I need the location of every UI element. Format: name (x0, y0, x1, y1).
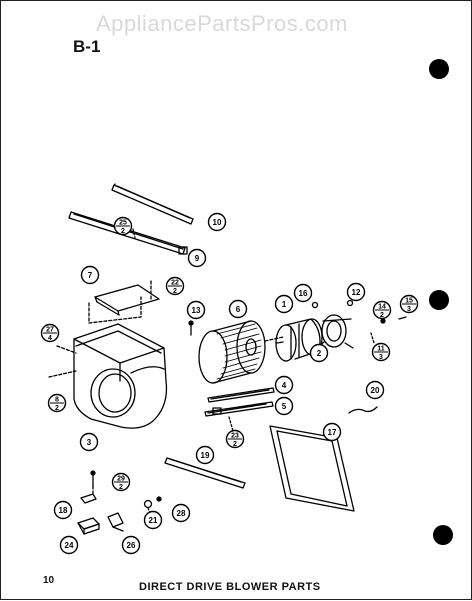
callout-number: 16 (299, 289, 308, 298)
callout-number: 17 (328, 428, 337, 437)
callout-1: 1 (274, 294, 294, 314)
callout-22-2: 222 (165, 276, 185, 296)
callout-number: 3 (87, 438, 92, 447)
callout-5: 5 (274, 396, 294, 416)
callout-13: 13 (186, 300, 206, 320)
callout-2: 2 (309, 343, 329, 363)
callout-number: 24 (65, 541, 74, 550)
page-number: 10 (43, 575, 55, 586)
callout-9: 9 (187, 248, 207, 268)
callout-number: 12 (352, 288, 361, 297)
callout-number: 13 (192, 306, 201, 315)
callout-21: 21 (143, 510, 163, 530)
motor-mount-part-2 (316, 314, 354, 349)
blower-wheel-part-6 (198, 320, 266, 384)
callout-10: 10 (207, 212, 227, 232)
washer-part-21 (143, 499, 153, 509)
callout-number: 8 (55, 397, 59, 404)
callout-25-2: 252 (113, 216, 133, 236)
callout-number: 22 (171, 280, 179, 287)
screw-part-13 (188, 320, 194, 336)
clip-part-18 (80, 493, 97, 504)
callout-number: 25 (119, 220, 127, 227)
binder-hole-top (429, 59, 449, 79)
callout-7: 7 (80, 265, 100, 285)
callout-17: 17 (322, 422, 342, 442)
top-rail-part-10 (111, 183, 194, 225)
callout-number: 28 (177, 509, 186, 518)
callout-12: 12 (346, 282, 366, 302)
filter-panel-part-17 (269, 425, 355, 512)
callout-quantity: 3 (407, 306, 411, 313)
callout-number: 20 (371, 386, 380, 395)
watermark: AppliancePartsPros.com (96, 11, 348, 36)
callout-3: 3 (79, 432, 99, 452)
callout-number: 21 (149, 516, 158, 525)
callout-4: 4 (274, 375, 294, 395)
diagram-caption: DIRECT DRIVE BLOWER PARTS (139, 581, 321, 593)
callout-number: 14 (378, 304, 386, 311)
callout-number: 27 (46, 327, 54, 334)
callout-number: 6 (236, 305, 241, 314)
callout-28: 28 (171, 503, 191, 523)
callout-number: 19 (201, 451, 210, 460)
callout-quantity: 2 (380, 312, 384, 319)
callout-27-4: 274 (40, 323, 60, 343)
callout-quantity: 2 (119, 484, 123, 491)
callout-number: 4 (282, 381, 287, 390)
callout-24: 24 (59, 535, 79, 555)
callout-number: 1 (282, 300, 287, 309)
callout-number: 29 (117, 476, 125, 483)
callout-quantity: 2 (233, 441, 237, 448)
blower-housing-part-3 (73, 323, 168, 429)
binder-hole-bottom (433, 525, 453, 545)
binder-hole-middle (429, 290, 449, 310)
callout-quantity: 2 (173, 288, 177, 295)
callout-number: 18 (59, 506, 68, 515)
callout-14-2: 142 (372, 300, 392, 320)
callout-number: 5 (282, 402, 287, 411)
callout-number: 9 (195, 254, 200, 263)
callout-23-2: 232 (225, 429, 245, 449)
callout-number: 23 (231, 433, 239, 440)
callout-18: 18 (53, 500, 73, 520)
callout-number: 15 (405, 298, 413, 305)
cover-plate-part-7 (94, 284, 160, 316)
rail-part-4 (207, 387, 275, 403)
callout-19: 19 (195, 445, 215, 465)
callout-number: 2 (317, 349, 322, 358)
callout-number: 10 (213, 218, 222, 227)
callout-16: 16 (293, 283, 313, 303)
callout-quantity: 3 (379, 354, 383, 361)
rail-part-15-lower (164, 457, 246, 489)
section-label: B-1 (73, 37, 101, 56)
callout-number: 7 (88, 271, 93, 280)
callout-8-2: 82 (47, 393, 67, 413)
block-part-24 (77, 517, 100, 535)
callout-number: 11 (377, 346, 385, 353)
callout-quantity: 2 (55, 405, 59, 412)
bracket-part-26 (107, 512, 124, 532)
callout-quantity: 4 (48, 335, 52, 342)
callout-15-3: 153 (399, 294, 419, 314)
callout-6: 6 (228, 299, 248, 319)
wire-part-20 (348, 406, 378, 414)
callout-29-2: 292 (111, 472, 131, 492)
callout-20: 20 (365, 380, 385, 400)
rail-part-5 (204, 401, 274, 417)
callout-11-3: 113 (371, 342, 391, 362)
callout-quantity: 2 (121, 228, 125, 235)
callout-number: 26 (127, 541, 136, 550)
callout-26: 26 (121, 535, 141, 555)
